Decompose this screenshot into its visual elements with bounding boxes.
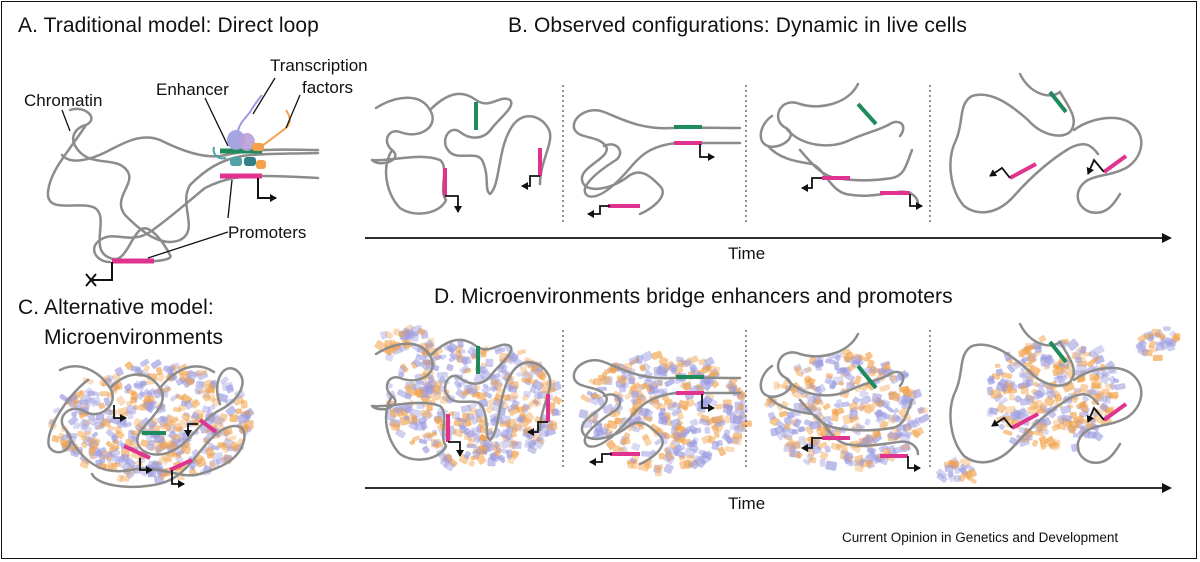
panel-c-tss-c	[139, 458, 153, 474]
panel-b-frame1-chromatin	[370, 92, 552, 215]
panel-a-leader-promoter-bottom	[147, 231, 229, 259]
panel-d-artwork	[365, 322, 1181, 493]
panel-a-leader-promoter-top	[227, 179, 233, 219]
panel-b-title: B. Observed configurations: Dynamic in l…	[508, 14, 967, 37]
panel-a-chromatin-fiber	[46, 107, 320, 264]
panel-d-frame4-promoter-a	[1011, 412, 1039, 430]
journal-credit: Current Opinion in Genetics and Developm…	[842, 530, 1119, 545]
panel-b-frame2-chromatin	[572, 109, 742, 216]
panel-b-frame3-tss-b	[909, 194, 923, 210]
panel-d-frame1-chromatin	[370, 338, 552, 461]
panel-b-frame4-chromatin	[949, 72, 1143, 215]
panel-b-frame4-tss-a	[989, 166, 1011, 179]
panel-a-title: A. Traditional model: Direct loop	[18, 14, 319, 37]
panel-d-frame3-tss-a	[801, 437, 822, 452]
panel-d-frame3-tss-b	[907, 456, 921, 472]
panel-a-label-promoters: Promoters	[228, 223, 307, 242]
panel-d-frame1-tss-b	[527, 421, 548, 436]
panel-c-chromatin-fiber	[47, 365, 246, 489]
panel-b-frame2-tss-a	[699, 144, 715, 161]
panel-c-artwork	[47, 358, 255, 489]
panel-a-chromatin-lower	[92, 174, 320, 264]
panel-a-leader-tf-1	[252, 77, 276, 115]
panel-a-leader-tf-2	[285, 94, 301, 129]
panel-b-frame1-tss-b	[521, 175, 540, 190]
panel-a-label-chromatin: Chromatin	[24, 91, 103, 110]
panel-d-frame4-chromatin	[949, 322, 1143, 465]
panel-d-frame4-tss-b	[1086, 406, 1105, 423]
panel-b-frame4-tss-b	[1086, 158, 1105, 175]
panel-b-frame3-chromatin	[759, 82, 920, 206]
panel-d-frame2-tss-b	[589, 453, 612, 466]
panel-a-transcription-factors	[212, 94, 291, 169]
panel-c-title-line1: C. Alternative model:	[18, 296, 214, 319]
panel-d-time-label: Time	[728, 494, 766, 513]
panel-a-label-enhancer: Enhancer	[156, 80, 229, 99]
panel-a-label-tf-line1: Transcription	[270, 56, 368, 75]
panel-a-leader-chromatin	[61, 109, 71, 132]
panel-a-chromatin-upper	[60, 136, 320, 162]
panel-b-frame2-tss-b	[587, 205, 610, 218]
panel-d-frame4-enhancer	[1048, 340, 1068, 364]
panel-b-frame4-promoter-b	[1102, 154, 1128, 174]
panel-d-frame2-tss-a	[701, 394, 715, 412]
panel-c-promoter-b	[123, 444, 151, 460]
panel-c-tss-a	[113, 405, 127, 422]
panel-b-time-label: Time	[728, 244, 766, 263]
panel-c-tss-b	[184, 423, 198, 437]
panel-b-frame3-enhancer	[856, 102, 878, 126]
panel-b-frame3-tss-a	[801, 177, 822, 192]
panel-d-frame1-tss-a	[448, 441, 464, 457]
panel-c-tss-d	[171, 470, 185, 488]
panel-c-title-line2: Microenvironments	[44, 326, 224, 349]
panel-b-frame4-enhancer	[1048, 90, 1068, 114]
panel-b-frame4-promoter-a	[1009, 162, 1037, 180]
panel-c-promoter-a	[198, 418, 218, 434]
panel-d-frame4-tss-a	[991, 416, 1013, 429]
panel-d-microenvironment-clouds	[374, 324, 1181, 484]
panel-b-artwork	[365, 72, 1172, 243]
panel-d-frame3-enhancer	[856, 364, 878, 390]
panel-d-frame4-promoter-b	[1102, 402, 1128, 422]
panel-a-artwork	[46, 77, 320, 287]
panel-c-promoter-c	[169, 458, 193, 472]
panel-b-frame1-tss-a	[445, 195, 462, 213]
panel-a-label-tf-line2: factors	[302, 78, 354, 97]
panel-a-leader-enhancer	[204, 97, 229, 147]
panel-a-tss-arrow-active	[257, 178, 277, 202]
panel-d-title: D. Microenvironments bridge enhancers an…	[434, 285, 953, 308]
panel-a-tss-arrow-inactive	[92, 262, 113, 281]
panel-a-inactive-x	[85, 273, 97, 287]
